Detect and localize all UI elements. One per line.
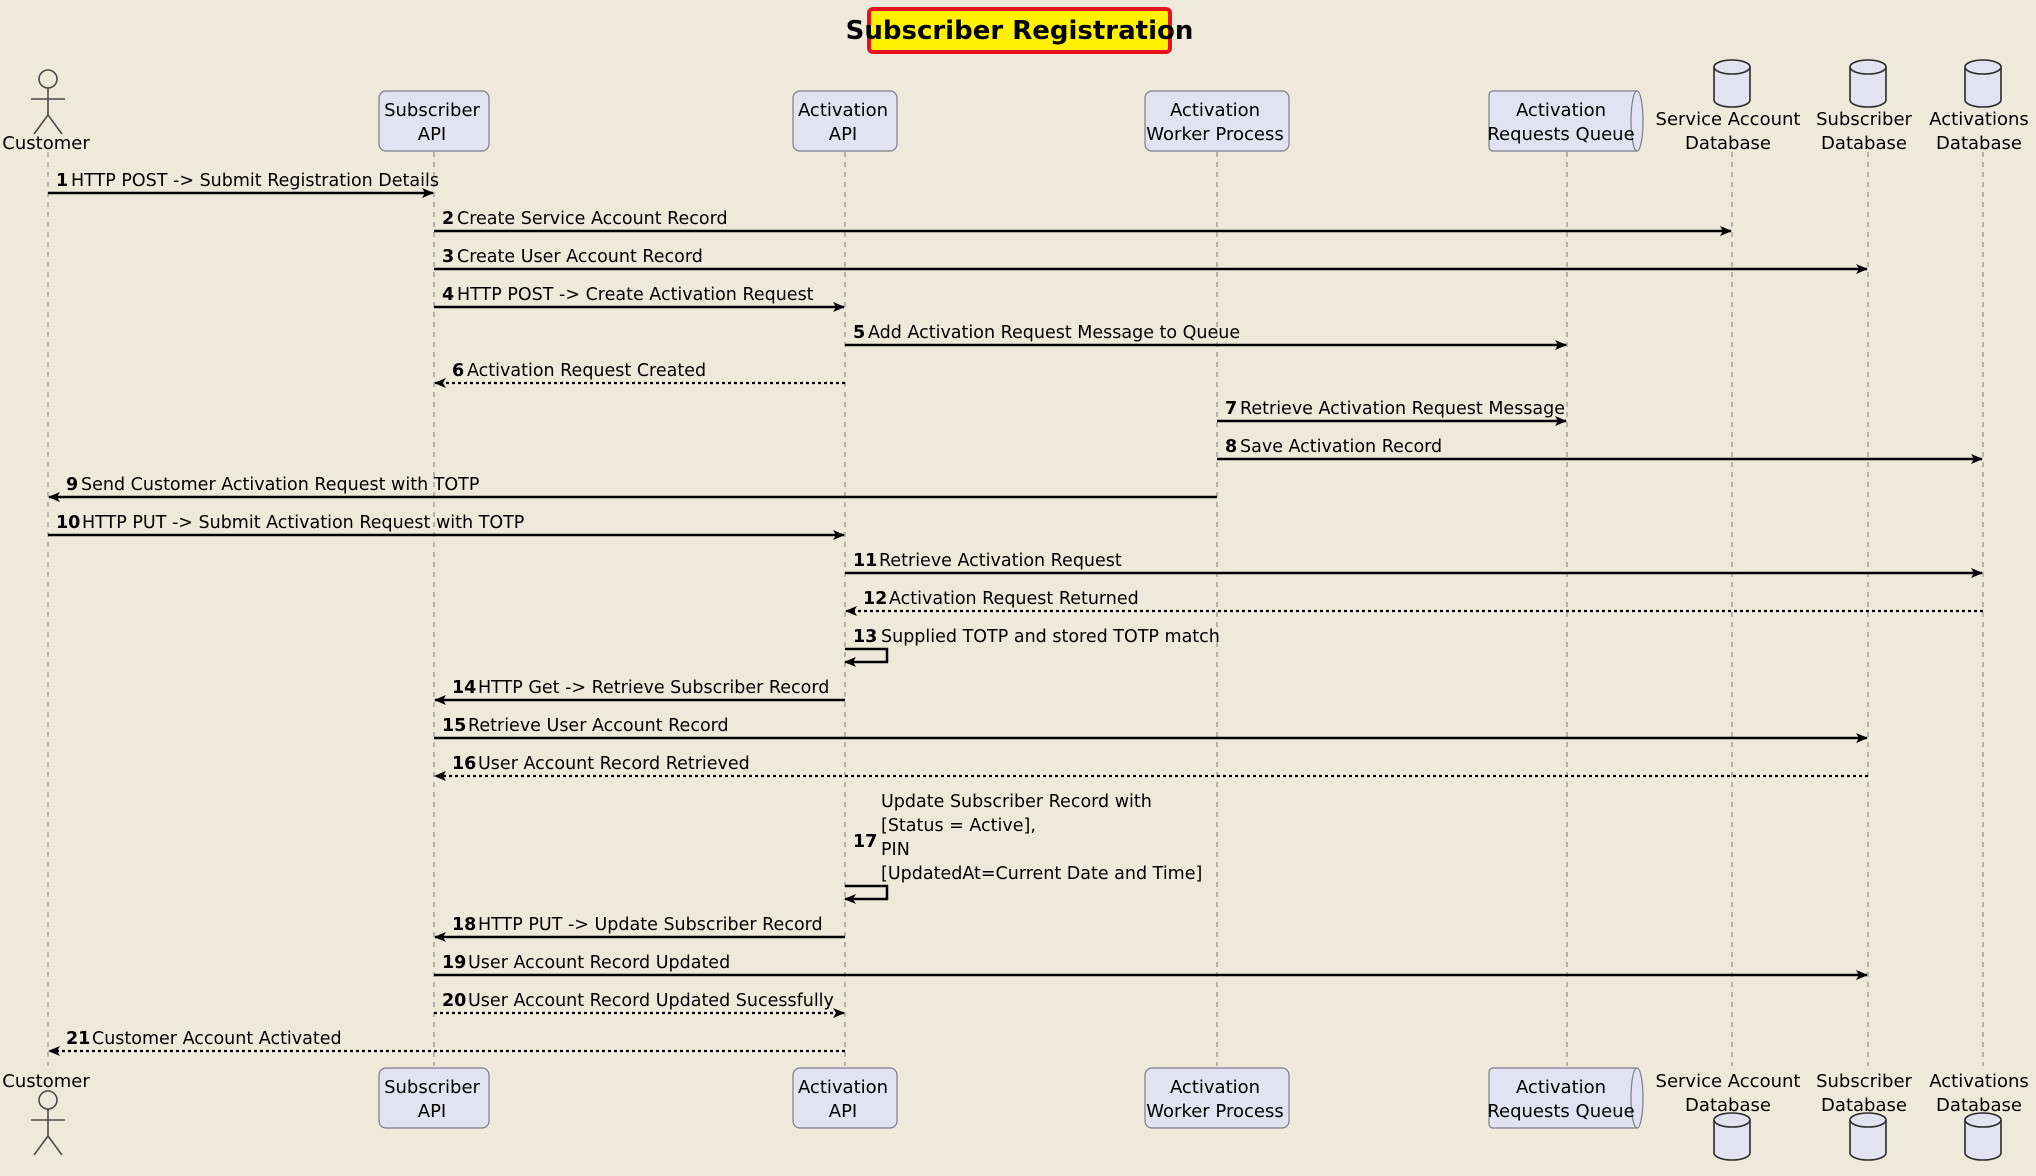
message-label-20: User Account Record Updated Sucessfully xyxy=(468,991,834,1011)
actor-customer-top xyxy=(31,69,65,135)
message-number-19: 19 xyxy=(442,953,466,973)
participant-label-subscriber-api-top: API xyxy=(418,124,446,145)
participant-label-activations-db-bottom: Activations xyxy=(1929,1071,2029,1092)
participant-label-activation-api-top: Activation xyxy=(798,100,888,121)
message-number-17: 17 xyxy=(853,832,877,852)
message-label-19: User Account Record Updated xyxy=(468,953,730,973)
message-number-3: 3 xyxy=(442,247,454,267)
message-label-5: Add Activation Request Message to Queue xyxy=(868,323,1240,343)
participant-box-activation-worker-bottom xyxy=(1144,1067,1290,1129)
participant-label-activation-queue-bottom: Activation xyxy=(1516,1077,1606,1098)
message-number-18: 18 xyxy=(452,915,476,935)
participant-box-subscriber-api-top xyxy=(378,90,490,152)
participant-label-service-account-db-bottom: Database xyxy=(1685,1095,1771,1116)
participant-box-activation-worker-top xyxy=(1144,90,1290,152)
message-label-17: Update Subscriber Record with xyxy=(881,792,1152,812)
database-icon-activations-db-top xyxy=(1964,59,2002,108)
message-number-9: 9 xyxy=(66,475,78,495)
participant-label-activation-api-bottom: API xyxy=(829,1101,857,1122)
message-number-13: 13 xyxy=(853,627,877,647)
message-label-11: Retrieve Activation Request xyxy=(879,551,1122,571)
message-label-8: Save Activation Record xyxy=(1240,437,1442,457)
message-number-15: 15 xyxy=(442,716,466,736)
message-label-2: Create Service Account Record xyxy=(457,209,728,229)
participant-label-service-account-db-top: Database xyxy=(1685,133,1771,154)
message-label-21: Customer Account Activated xyxy=(92,1029,342,1049)
participant-label-subscriber-db-top: Subscriber xyxy=(1816,109,1912,130)
participant-label-activation-queue-top: Activation xyxy=(1516,100,1606,121)
participant-label-activation-api-bottom: Activation xyxy=(798,1077,888,1098)
message-label-10: HTTP PUT -> Submit Activation Request wi… xyxy=(82,513,524,533)
message-number-1: 1 xyxy=(56,171,68,191)
message-number-10: 10 xyxy=(56,513,80,533)
participant-label-activation-worker-bottom: Activation xyxy=(1170,1077,1260,1098)
participant-label-subscriber-db-bottom: Database xyxy=(1821,1095,1907,1116)
message-number-4: 4 xyxy=(442,285,454,305)
participant-label-subscriber-api-bottom: API xyxy=(418,1101,446,1122)
participant-label-service-account-db-top: Service Account xyxy=(1656,109,1801,130)
message-arrow-13 xyxy=(844,647,889,667)
participant-box-activation-api-bottom xyxy=(792,1067,898,1129)
message-number-14: 14 xyxy=(452,678,476,698)
participant-label-activations-db-top: Database xyxy=(1936,133,2022,154)
participant-label-activation-worker-bottom: Worker Process xyxy=(1146,1101,1283,1122)
message-label-17: PIN xyxy=(881,840,910,860)
message-label-13: Supplied TOTP and stored TOTP match xyxy=(881,627,1220,647)
message-label-7: Retrieve Activation Request Message xyxy=(1240,399,1565,419)
message-number-5: 5 xyxy=(853,323,865,343)
message-number-11: 11 xyxy=(853,551,877,571)
participant-label-activations-db-bottom: Database xyxy=(1936,1095,2022,1116)
participant-box-subscriber-api-bottom xyxy=(378,1067,490,1129)
message-number-20: 20 xyxy=(442,991,466,1011)
participant-label-subscriber-api-top: Subscriber xyxy=(384,100,480,121)
participant-label-service-account-db-bottom: Service Account xyxy=(1656,1071,1801,1092)
database-icon-subscriber-db-top xyxy=(1849,59,1887,108)
participant-label-activation-worker-top: Worker Process xyxy=(1146,124,1283,145)
database-icon-activations-db-bottom xyxy=(1964,1112,2002,1161)
message-label-4: HTTP POST -> Create Activation Request xyxy=(457,285,814,305)
participant-label-activation-queue-bottom: Requests Queue xyxy=(1487,1101,1634,1122)
message-label-9: Send Customer Activation Request with TO… xyxy=(81,475,479,495)
actor-customer-bottom xyxy=(31,1090,65,1156)
database-icon-subscriber-db-bottom xyxy=(1849,1112,1887,1161)
message-label-17: [Status = Active], xyxy=(881,816,1036,836)
participant-box-activation-api-top xyxy=(792,90,898,152)
message-label-18: HTTP PUT -> Update Subscriber Record xyxy=(478,915,823,935)
message-number-21: 21 xyxy=(66,1029,90,1049)
queue-box-activation-queue-top xyxy=(1488,90,1644,152)
database-icon-service-account-db-top xyxy=(1713,59,1751,108)
participant-label-activation-queue-top: Requests Queue xyxy=(1487,124,1634,145)
participant-label-customer-top: Customer xyxy=(2,133,90,154)
participant-label-subscriber-db-bottom: Subscriber xyxy=(1816,1071,1912,1092)
participant-label-activations-db-top: Activations xyxy=(1929,109,2029,130)
participant-label-customer-bottom: Customer xyxy=(2,1071,90,1092)
queue-box-activation-queue-bottom xyxy=(1488,1067,1644,1129)
message-number-6: 6 xyxy=(452,361,464,381)
message-label-12: Activation Request Returned xyxy=(889,589,1139,609)
message-number-16: 16 xyxy=(452,754,476,774)
message-label-16: User Account Record Retrieved xyxy=(478,754,750,774)
message-label-17: [UpdatedAt=Current Date and Time] xyxy=(881,864,1202,884)
database-icon-service-account-db-bottom xyxy=(1713,1112,1751,1161)
message-label-15: Retrieve User Account Record xyxy=(468,716,729,736)
message-number-8: 8 xyxy=(1225,437,1237,457)
participant-label-subscriber-api-bottom: Subscriber xyxy=(384,1077,480,1098)
message-number-7: 7 xyxy=(1225,399,1237,419)
message-label-14: HTTP Get -> Retrieve Subscriber Record xyxy=(478,678,829,698)
message-number-12: 12 xyxy=(863,589,887,609)
participant-label-subscriber-db-top: Database xyxy=(1821,133,1907,154)
message-label-6: Activation Request Created xyxy=(467,361,706,381)
participant-label-activation-worker-top: Activation xyxy=(1170,100,1260,121)
participant-label-activation-api-top: API xyxy=(829,124,857,145)
message-arrow-17 xyxy=(844,884,889,904)
message-number-2: 2 xyxy=(442,209,454,229)
diagram-title: Subscriber Registration xyxy=(846,7,1193,54)
message-label-3: Create User Account Record xyxy=(457,247,703,267)
message-label-1: HTTP POST -> Submit Registration Details xyxy=(71,171,439,191)
